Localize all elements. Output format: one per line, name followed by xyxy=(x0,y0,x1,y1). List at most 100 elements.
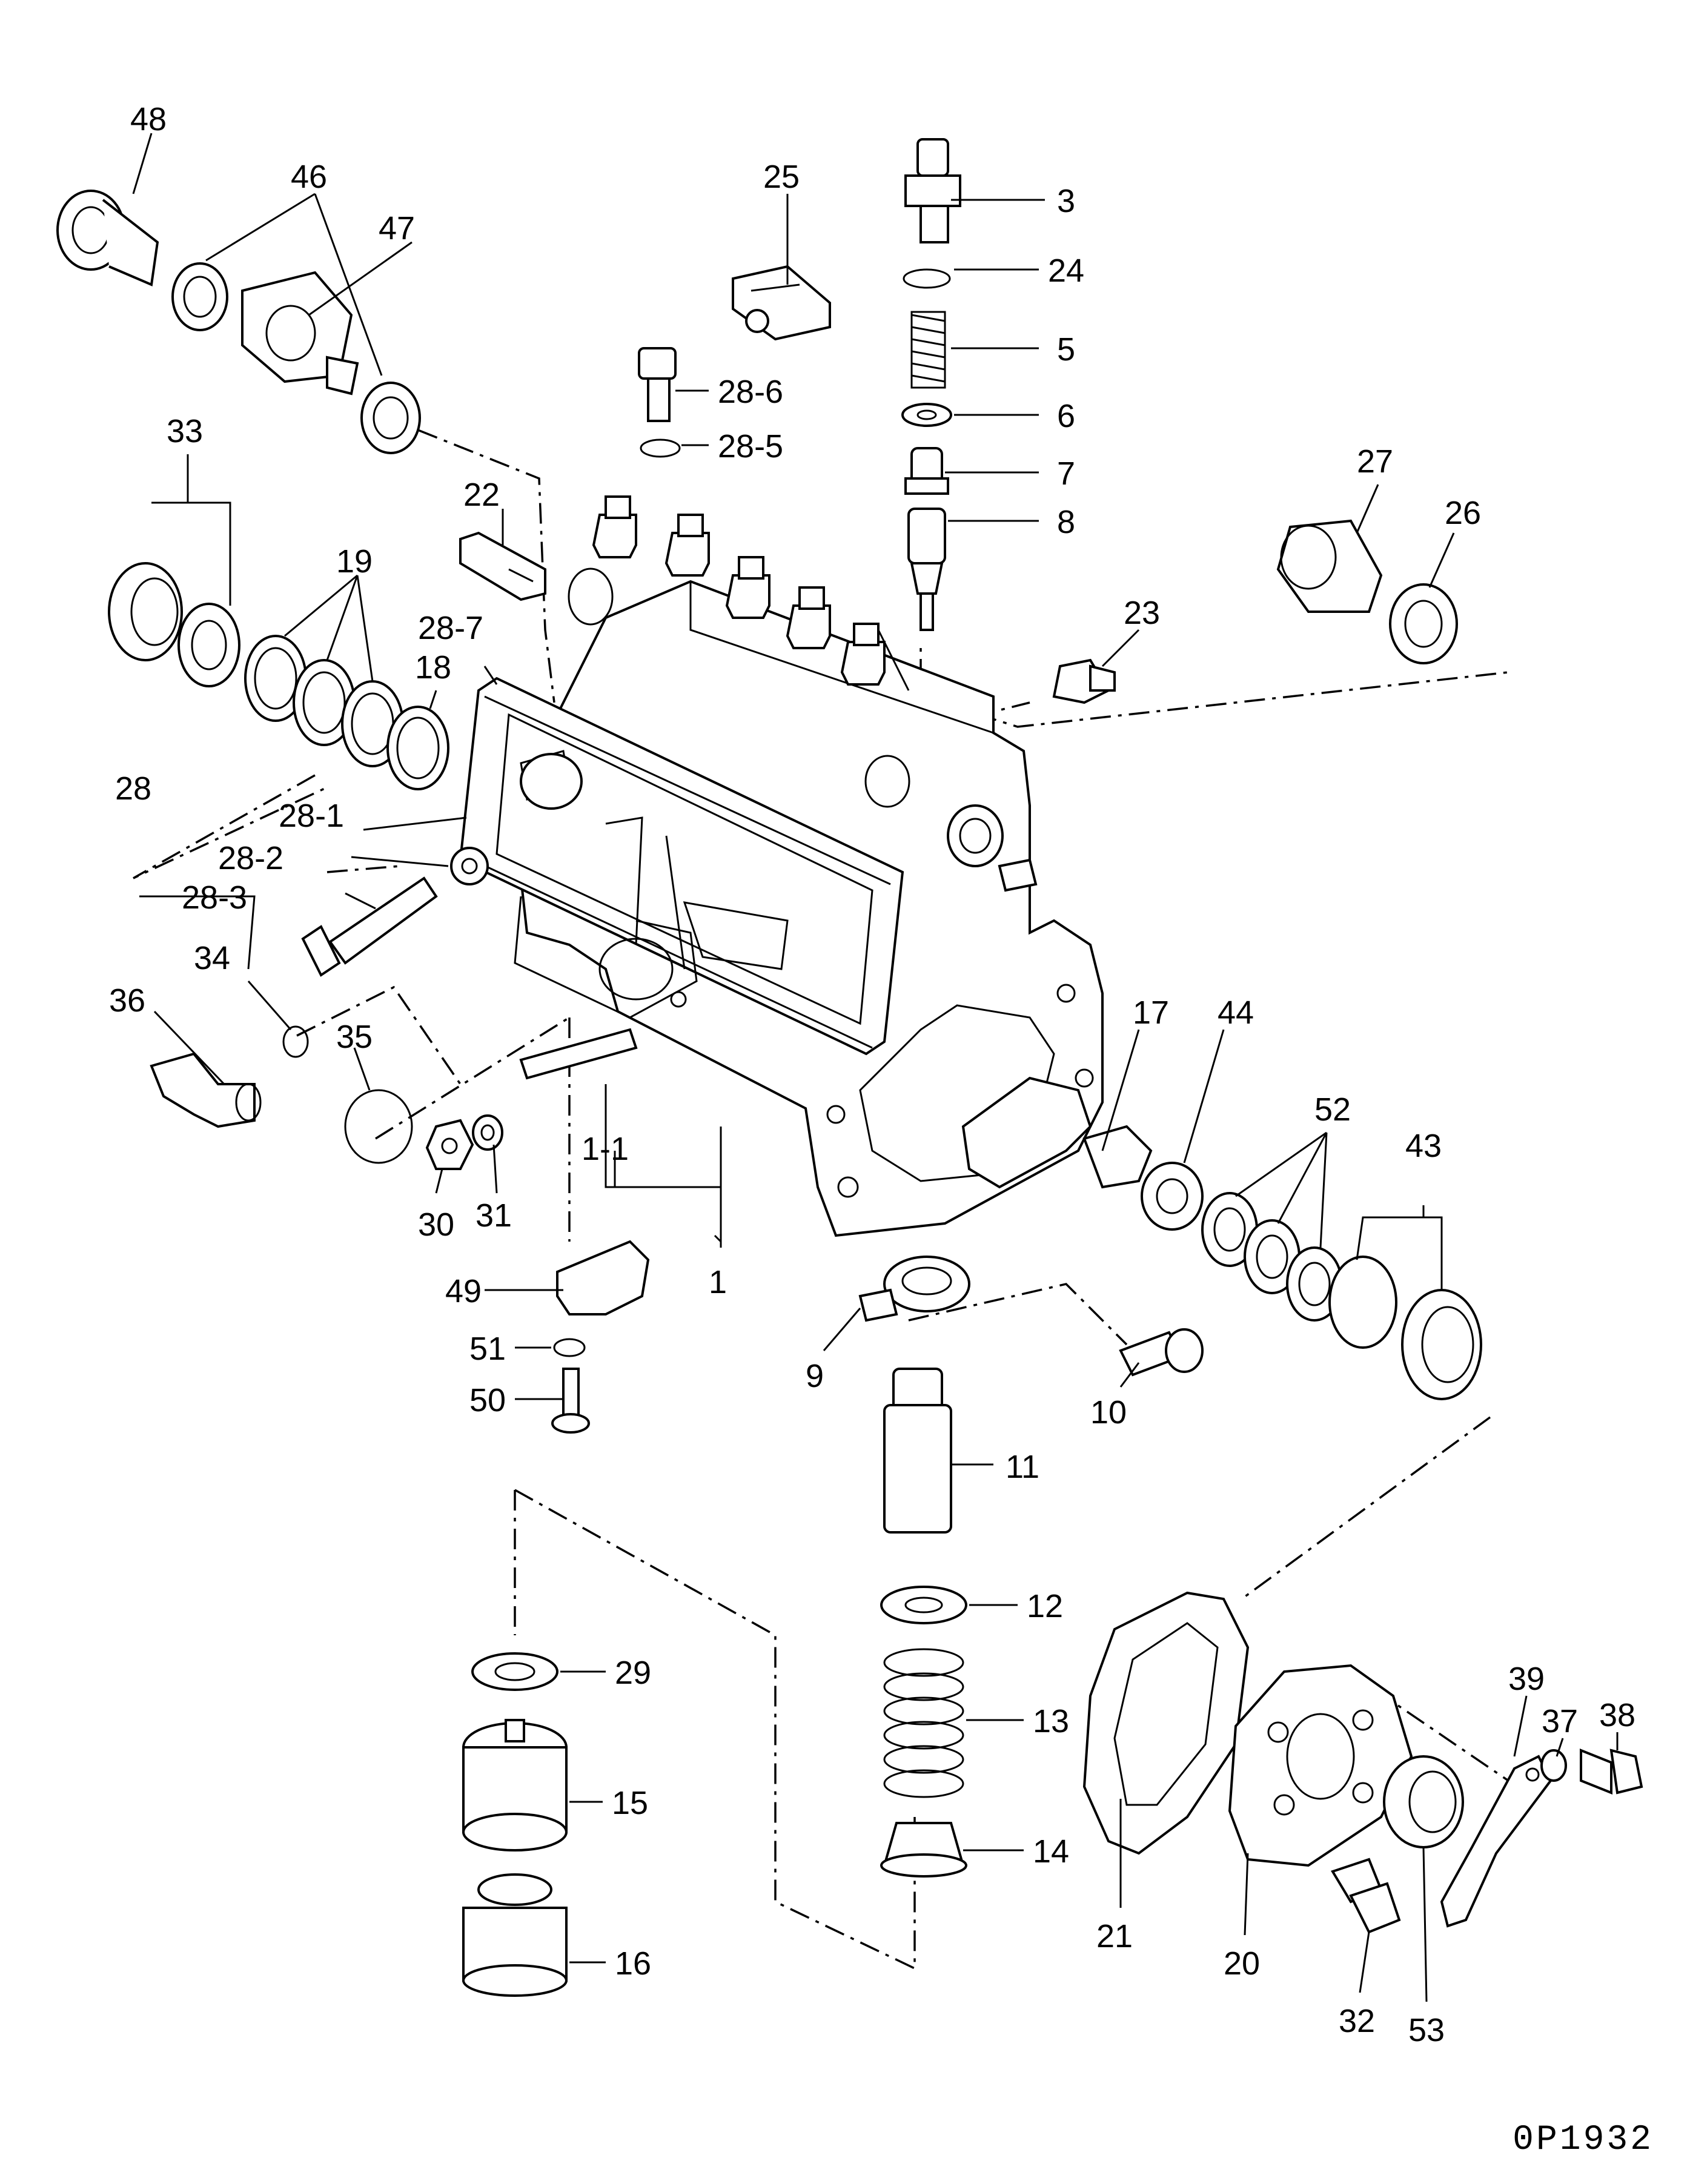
label-39: 39 xyxy=(1508,1661,1545,1697)
part-50-bolt xyxy=(551,1368,590,1434)
part-30-nut xyxy=(425,1119,474,1170)
label-52: 52 xyxy=(1314,1091,1351,1128)
label-50: 50 xyxy=(469,1382,506,1418)
part-33-cap xyxy=(108,562,240,687)
label-12: 12 xyxy=(1027,1588,1063,1624)
label-1: 1 xyxy=(709,1264,727,1300)
label-19: 19 xyxy=(336,543,373,580)
label-43: 43 xyxy=(1405,1128,1442,1164)
part-38-bolt xyxy=(1580,1749,1643,1795)
label-3: 3 xyxy=(1057,183,1075,219)
label-46: 46 xyxy=(291,159,327,195)
part-11-sleeve xyxy=(883,1368,952,1534)
part-24-o-ring xyxy=(903,268,951,289)
part-34-o-ring xyxy=(282,1025,309,1058)
label-28: 28 xyxy=(115,770,151,807)
label-1-1: 1-1 xyxy=(582,1131,629,1167)
label-34: 34 xyxy=(194,940,230,976)
label-28-3: 28-3 xyxy=(182,879,247,916)
label-44: 44 xyxy=(1218,994,1254,1031)
pump-lower-panel xyxy=(514,896,698,1019)
part-15-tappet xyxy=(462,1719,568,1851)
part-28-2-washer xyxy=(450,847,489,885)
part-20-cover xyxy=(1228,1664,1413,1867)
part-53-bushing xyxy=(1383,1755,1464,1848)
label-13: 13 xyxy=(1033,1703,1069,1739)
label-33: 33 xyxy=(167,413,203,449)
part-14-lower-seat xyxy=(880,1822,967,1878)
part-21-gasket xyxy=(1082,1591,1250,1855)
label-38: 38 xyxy=(1599,1697,1635,1733)
label-28-1: 28-1 xyxy=(279,798,344,834)
part-25-stopper xyxy=(732,265,831,341)
label-17: 17 xyxy=(1133,994,1169,1031)
label-29: 29 xyxy=(615,1655,651,1691)
part-35-o-ring xyxy=(344,1089,413,1164)
part-13-spring xyxy=(883,1648,964,1798)
label-10: 10 xyxy=(1090,1394,1127,1431)
label-15: 15 xyxy=(612,1785,648,1821)
label-30: 30 xyxy=(418,1206,454,1243)
part-26-washer xyxy=(1389,583,1458,664)
label-16: 16 xyxy=(615,1945,651,1982)
part-3-fitting xyxy=(904,138,961,243)
label-7: 7 xyxy=(1057,455,1075,492)
label-14: 14 xyxy=(1033,1833,1069,1870)
part-51-washer xyxy=(553,1338,586,1357)
part-19-shims xyxy=(244,635,404,767)
part-37-washer xyxy=(1540,1749,1567,1782)
label-31: 31 xyxy=(476,1197,512,1234)
label-20: 20 xyxy=(1224,1945,1260,1982)
part-9-control-sleeve xyxy=(858,1256,970,1322)
label-53: 53 xyxy=(1408,2012,1445,2048)
part-44-washer xyxy=(1141,1162,1204,1231)
part-43-gear-bearing xyxy=(1328,1256,1482,1400)
part-36-elbow xyxy=(150,1052,262,1128)
part-7-valve xyxy=(904,447,949,495)
label-25: 25 xyxy=(763,159,800,195)
part-5-spring xyxy=(910,311,946,389)
part-18-shim xyxy=(386,706,449,790)
label-8: 8 xyxy=(1057,504,1075,540)
label-28-7: 28-7 xyxy=(418,610,483,646)
label-28-2: 28-2 xyxy=(218,840,283,876)
part-22-rod xyxy=(459,531,546,601)
label-11: 11 xyxy=(1006,1449,1039,1485)
label-37: 37 xyxy=(1542,1703,1578,1739)
label-6: 6 xyxy=(1057,398,1075,434)
part-32-bolt xyxy=(1331,1858,1401,1934)
label-24: 24 xyxy=(1048,253,1084,289)
label-18: 18 xyxy=(415,649,451,686)
part-49-clamp xyxy=(556,1240,650,1315)
label-22: 22 xyxy=(463,477,500,513)
part-6-washer xyxy=(901,403,952,427)
part-28-3-bolt xyxy=(301,876,438,977)
part-10-screw xyxy=(1119,1328,1204,1377)
label-48: 48 xyxy=(130,101,167,137)
part-28-5-washer xyxy=(640,438,681,458)
delivery-valve-holders xyxy=(592,495,886,686)
part-47-banjo-body xyxy=(241,271,359,395)
label-51: 51 xyxy=(469,1331,506,1367)
label-23: 23 xyxy=(1124,595,1160,631)
part-52-shims xyxy=(1201,1192,1343,1322)
label-28-5: 28-5 xyxy=(718,428,783,465)
part-27-sleeve xyxy=(1276,519,1383,613)
part-8-plunger-barrel xyxy=(907,508,946,631)
part-29-washer xyxy=(471,1652,558,1691)
part-16-roller xyxy=(462,1873,568,1997)
leader-lines xyxy=(132,133,1619,2002)
part-1-1-stud xyxy=(519,1028,638,1080)
drawing-code: 0P1932 xyxy=(1513,2120,1654,2160)
part-12-spring-seat xyxy=(880,1586,967,1624)
label-21: 21 xyxy=(1096,1918,1133,1954)
label-49: 49 xyxy=(445,1273,482,1309)
label-36: 36 xyxy=(109,982,145,1019)
label-27: 27 xyxy=(1357,443,1393,480)
part-48-banjo-fitting xyxy=(56,190,159,286)
label-28-6: 28-6 xyxy=(718,374,783,410)
pump-side-fitting xyxy=(947,804,1038,892)
label-9: 9 xyxy=(806,1358,824,1394)
label-47: 47 xyxy=(379,210,415,247)
